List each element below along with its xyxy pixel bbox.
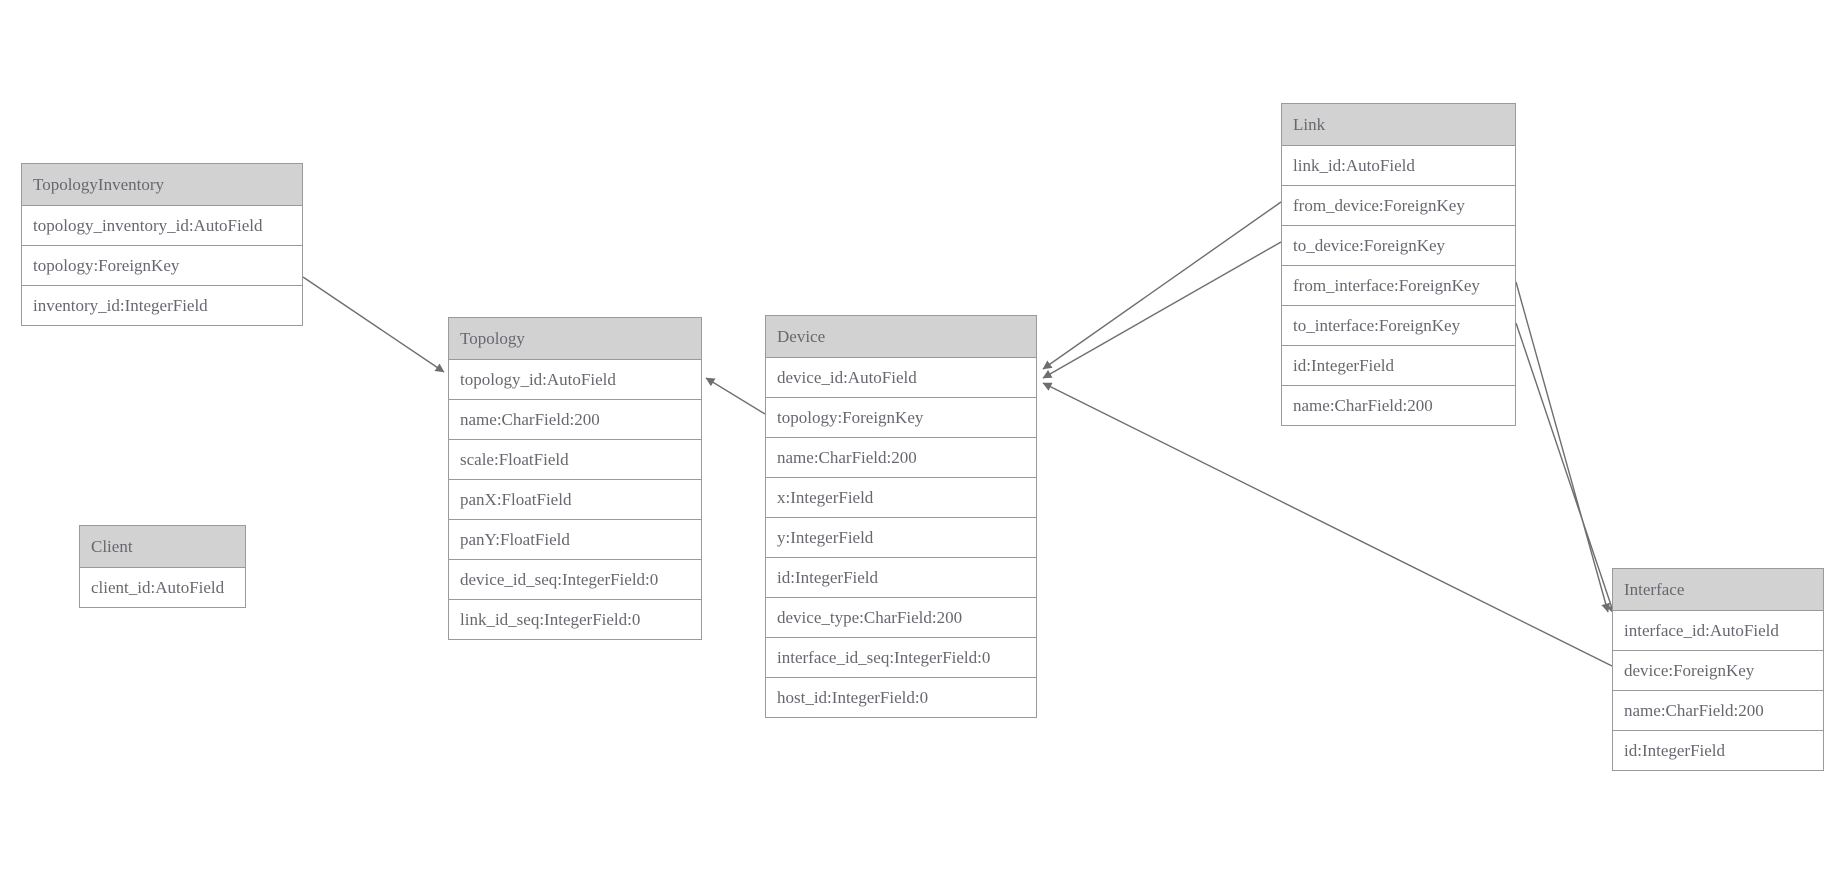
entity-field-row[interactable]: link_id:AutoField xyxy=(1282,146,1515,186)
entity-field-row[interactable]: panX:FloatField xyxy=(449,480,701,520)
entity-field-row[interactable]: id:IntegerField xyxy=(1282,346,1515,386)
entity-field-row[interactable]: x:IntegerField xyxy=(766,478,1036,518)
entity-field-row[interactable]: device:ForeignKey xyxy=(1613,651,1823,691)
rel-link-to-device xyxy=(1042,241,1282,379)
entity-field-row[interactable]: id:IntegerField xyxy=(766,558,1036,598)
entity-field-row[interactable]: name:CharField:200 xyxy=(766,438,1036,478)
entity-field-row[interactable]: y:IntegerField xyxy=(766,518,1036,558)
entity-field-row[interactable]: topology_inventory_id:AutoField xyxy=(22,206,302,246)
entity-field-row[interactable]: name:CharField:200 xyxy=(449,400,701,440)
entity-field-row[interactable]: name:CharField:200 xyxy=(1613,691,1823,731)
entity-field-row[interactable]: link_id_seq:IntegerField:0 xyxy=(449,600,701,639)
entity-field-row[interactable]: topology_id:AutoField xyxy=(449,360,701,400)
entity-field-row[interactable]: client_id:AutoField xyxy=(80,568,245,607)
entity-field-row[interactable]: interface_id_seq:IntegerField:0 xyxy=(766,638,1036,678)
rel-topologyinventory-topology xyxy=(302,276,445,373)
entity-title-topology: Topology xyxy=(449,318,701,360)
entity-field-row[interactable]: scale:FloatField xyxy=(449,440,701,480)
entity-title-topology_inventory: TopologyInventory xyxy=(22,164,302,206)
entity-field-row[interactable]: device_type:CharField:200 xyxy=(766,598,1036,638)
rel-link-from-interface xyxy=(1515,281,1611,613)
entity-field-row[interactable]: topology:ForeignKey xyxy=(22,246,302,286)
entity-field-row[interactable]: device_id:AutoField xyxy=(766,358,1036,398)
entity-field-row[interactable]: id:IntegerField xyxy=(1613,731,1823,770)
entity-title-interface: Interface xyxy=(1613,569,1823,611)
entity-field-row[interactable]: to_interface:ForeignKey xyxy=(1282,306,1515,346)
entity-title-device: Device xyxy=(766,316,1036,358)
entity-field-row[interactable]: from_device:ForeignKey xyxy=(1282,186,1515,226)
entity-title-link: Link xyxy=(1282,104,1515,146)
entity-field-row[interactable]: name:CharField:200 xyxy=(1282,386,1515,425)
entity-field-row[interactable]: interface_id:AutoField xyxy=(1613,611,1823,651)
entity-field-row[interactable]: device_id_seq:IntegerField:0 xyxy=(449,560,701,600)
entity-field-row[interactable]: inventory_id:IntegerField xyxy=(22,286,302,325)
entity-title-client: Client xyxy=(80,526,245,568)
entity-field-row[interactable]: panY:FloatField xyxy=(449,520,701,560)
rel-link-from-device xyxy=(1042,201,1282,370)
rel-device-topology xyxy=(705,377,766,415)
rel-link-to-interface xyxy=(1515,322,1616,615)
entity-field-row[interactable]: topology:ForeignKey xyxy=(766,398,1036,438)
entity-field-row[interactable]: to_device:ForeignKey xyxy=(1282,226,1515,266)
entity-field-row[interactable]: from_interface:ForeignKey xyxy=(1282,266,1515,306)
entity-field-row[interactable]: host_id:IntegerField:0 xyxy=(766,678,1036,717)
